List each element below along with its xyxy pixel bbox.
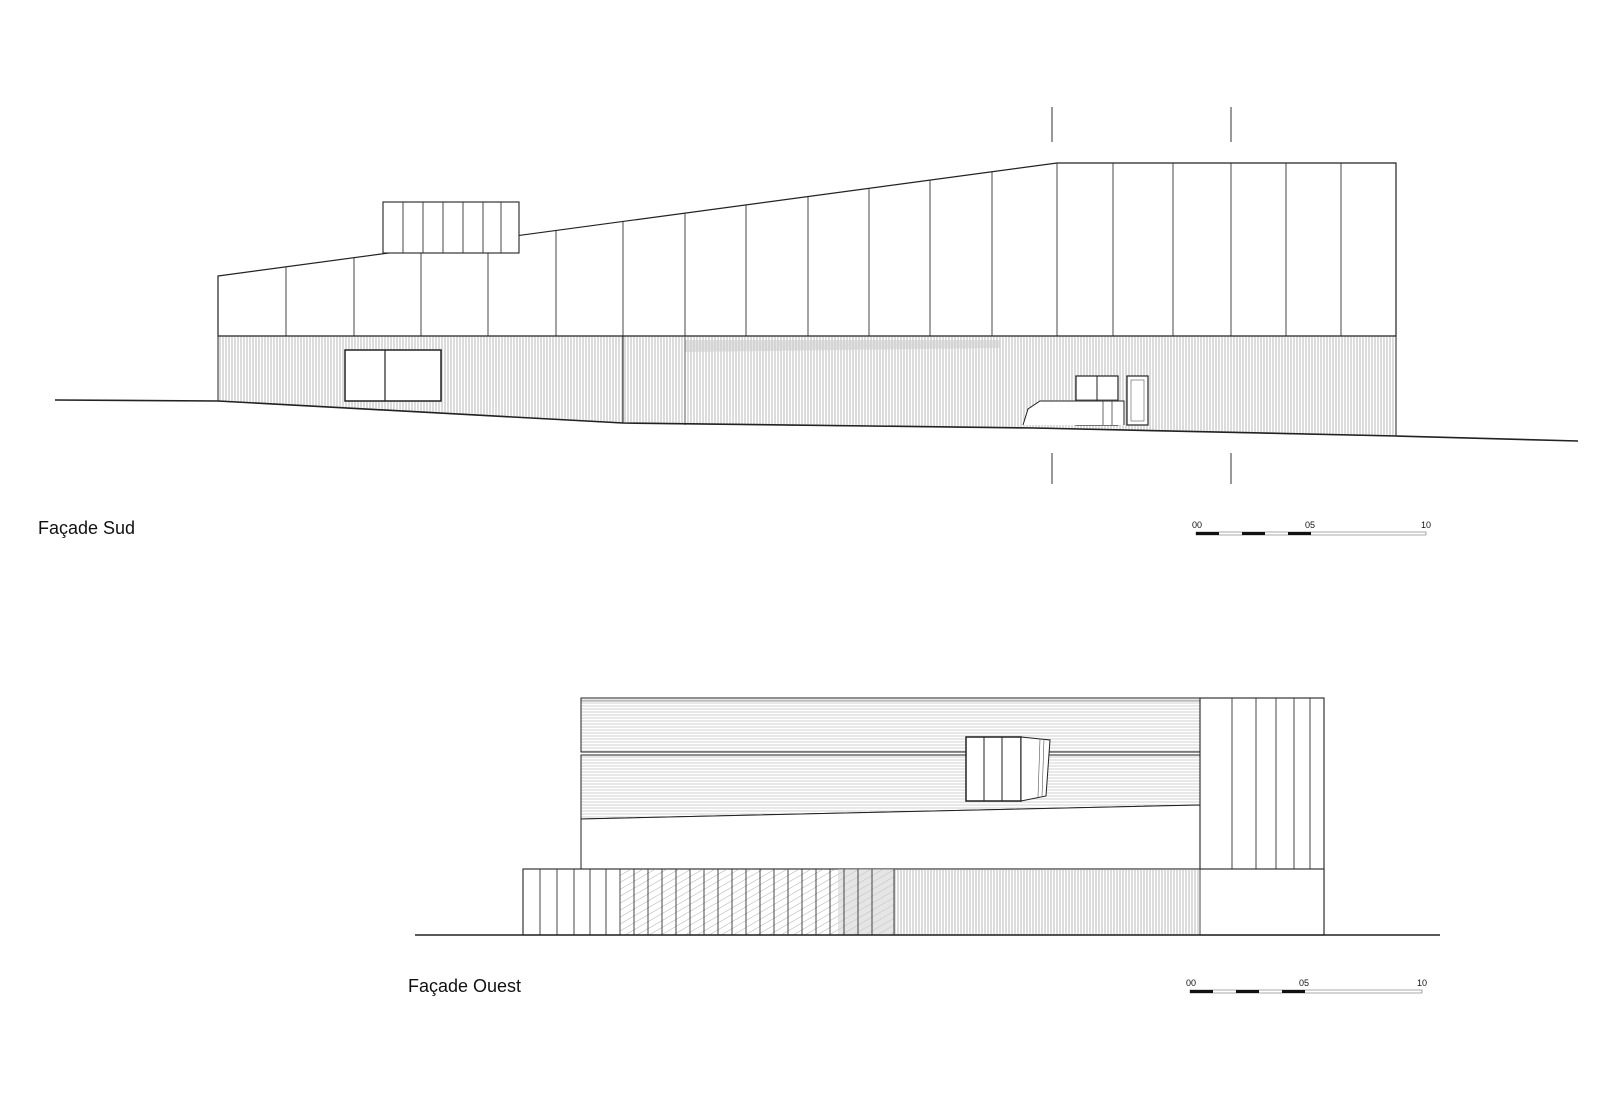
- sud-scale-label-1: 05: [1305, 520, 1315, 530]
- ouest-tower-joints: [1231, 698, 1311, 869]
- sud-scale-bar: 00 05 10: [1192, 520, 1431, 536]
- sud-ground-line: [54, 399, 1579, 442]
- ouest-scale-label-2: 10: [1417, 978, 1427, 988]
- sud-upper-panel-joints: [285, 163, 1342, 336]
- ouest-upper-band-top: [580, 697, 1201, 753]
- sud-window: [344, 349, 442, 402]
- sud-section-marks: [1051, 107, 1232, 484]
- sud-entrance-canopy: [1022, 400, 1125, 426]
- sud-roof-box: [382, 201, 520, 254]
- sud-scale-label-2: 10: [1421, 520, 1431, 530]
- sud-scale-label-0: 00: [1192, 520, 1202, 530]
- facade-sud-elevation: Façade Sud 00 05 10: [38, 107, 1579, 538]
- ouest-window: [965, 736, 1051, 802]
- sud-entrance: [1022, 375, 1149, 426]
- sud-shadow-zone: [685, 340, 1000, 352]
- facade-sud-title: Façade Sud: [38, 518, 135, 538]
- facade-ouest-title: Façade Ouest: [408, 976, 521, 996]
- sud-upper-outline: [217, 162, 1397, 337]
- ouest-lower-vertical-hatch: [894, 869, 1200, 935]
- ouest-scale-bar: 00 05 10: [1186, 978, 1427, 994]
- ouest-scale-label-1: 05: [1299, 978, 1309, 988]
- ouest-lower-dark-zone: [838, 869, 894, 935]
- ouest-scale-label-0: 00: [1186, 978, 1196, 988]
- facade-ouest-elevation: Façade Ouest 00 05 10: [408, 697, 1440, 996]
- ouest-lower-slats: [539, 869, 1201, 935]
